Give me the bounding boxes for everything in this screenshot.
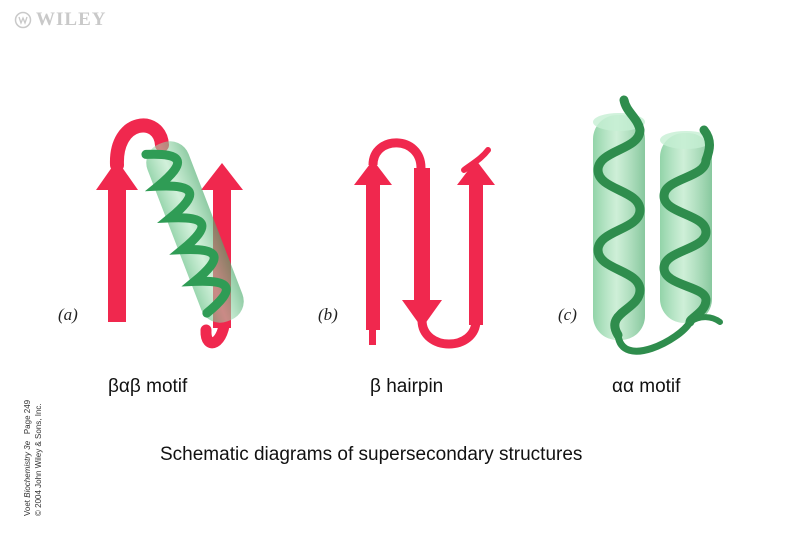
connecting-loop bbox=[368, 138, 426, 169]
connecting-loop bbox=[200, 309, 231, 349]
helix-ribbon bbox=[141, 149, 231, 318]
panel-label-a: (a) bbox=[58, 305, 78, 324]
connecting-loop bbox=[614, 318, 694, 355]
strand-tail bbox=[369, 325, 376, 345]
wiley-logo: WILEY bbox=[14, 8, 106, 32]
strand-arrow bbox=[96, 160, 138, 322]
panel-a-figure bbox=[96, 118, 244, 349]
caption-bab-motif: βαβ motif bbox=[108, 376, 188, 397]
strand-arrow bbox=[457, 160, 495, 325]
cylinder-top bbox=[660, 131, 712, 149]
strand-arrow bbox=[402, 168, 442, 328]
publisher-name: WILEY bbox=[36, 9, 107, 30]
panel-c-figure bbox=[593, 95, 723, 355]
caption-beta-hairpin: β hairpin bbox=[370, 376, 444, 397]
diagram-title: Schematic diagrams of supersecondary str… bbox=[160, 444, 583, 465]
wiley-emblem-icon bbox=[14, 11, 32, 29]
panel-label-b: (b) bbox=[318, 305, 338, 324]
helix-ribbon bbox=[593, 95, 645, 340]
strand-arrow bbox=[354, 160, 392, 330]
caption-aa-motif: αα motif bbox=[612, 376, 681, 397]
connecting-loop bbox=[417, 319, 481, 349]
ribbon-tail bbox=[687, 314, 723, 325]
helix-ribbon bbox=[659, 125, 714, 327]
panel-label-c: (c) bbox=[558, 305, 577, 324]
strand-curl bbox=[461, 147, 491, 173]
connecting-loop bbox=[109, 118, 169, 172]
panel-b-figure bbox=[354, 138, 495, 349]
